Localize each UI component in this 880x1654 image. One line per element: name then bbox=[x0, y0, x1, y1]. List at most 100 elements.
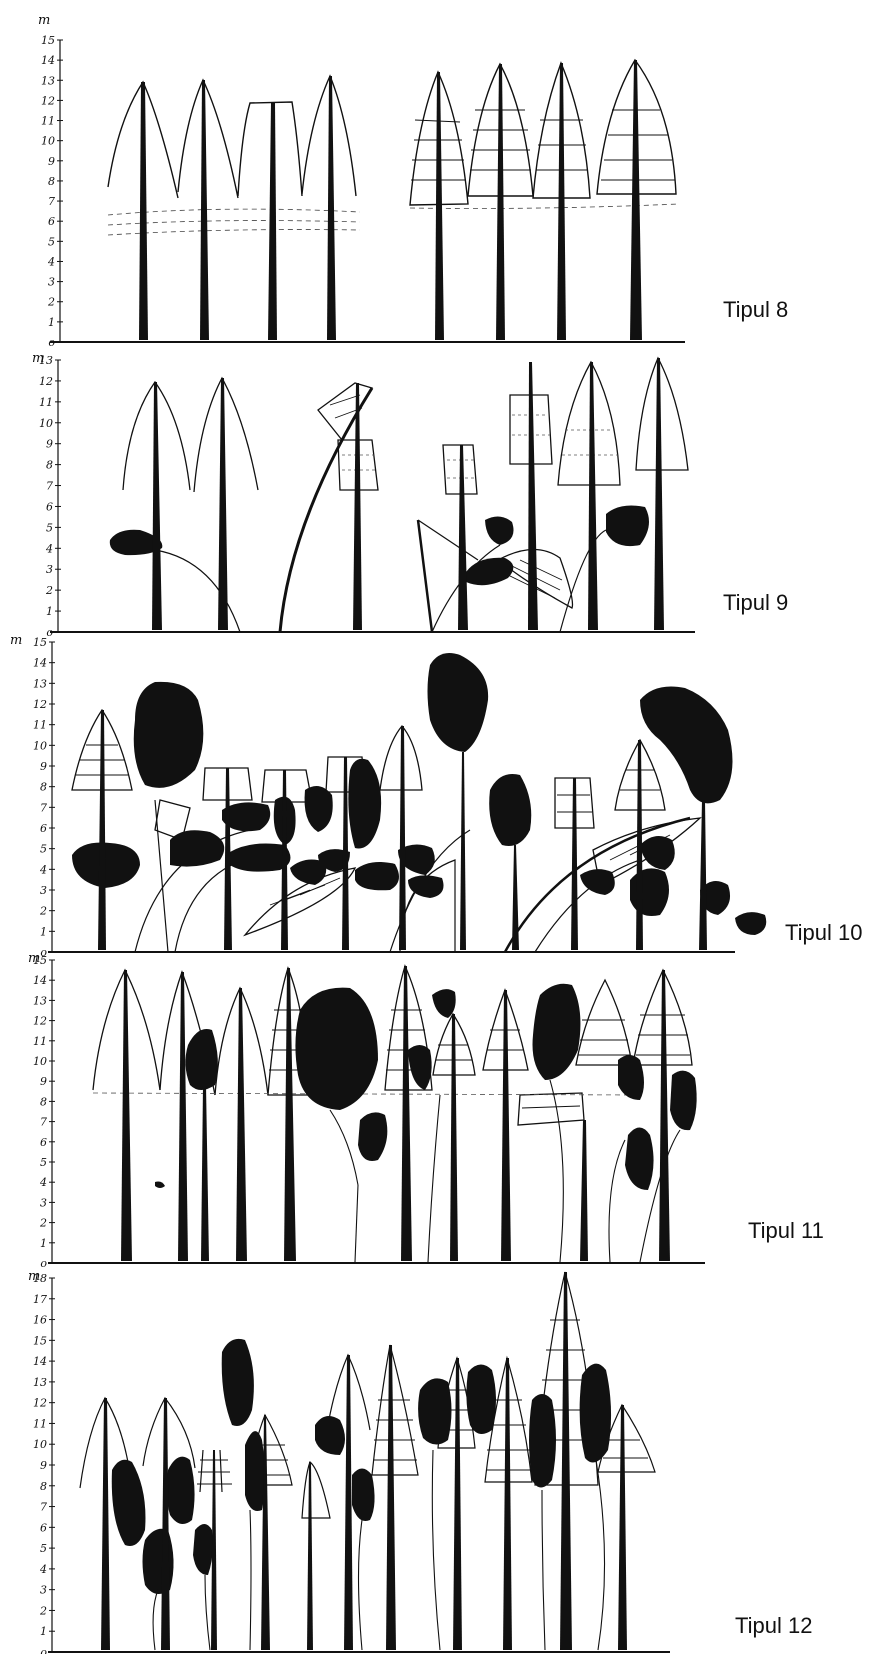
understory-dashes bbox=[108, 204, 678, 235]
y-tick-label: 15 bbox=[33, 954, 47, 967]
y-tick-label: 14 bbox=[33, 974, 47, 987]
y-tick-label: 9 bbox=[46, 438, 53, 451]
conifer-crown bbox=[194, 378, 258, 492]
foliage-blob bbox=[245, 1431, 265, 1511]
y-tick-label: 5 bbox=[48, 235, 55, 248]
axis-unit-label: m bbox=[38, 13, 50, 28]
y-tick-label: 2 bbox=[39, 1217, 47, 1230]
conifer-crown bbox=[143, 1398, 195, 1468]
y-tick-label: 9 bbox=[40, 1459, 47, 1472]
trunk bbox=[152, 382, 162, 630]
trunk bbox=[435, 72, 444, 340]
y-tick-label: 13 bbox=[39, 354, 53, 367]
y-tick-label: 14 bbox=[33, 1355, 47, 1368]
trunk bbox=[450, 1014, 458, 1261]
foliage-blob bbox=[185, 1029, 217, 1090]
y-axis: o123456789101112131415 bbox=[33, 954, 55, 1270]
y-tick-label: 2 bbox=[45, 584, 53, 597]
y-tick-label: 7 bbox=[48, 195, 55, 208]
foliage-masses bbox=[155, 984, 697, 1190]
y-tick-label: 14 bbox=[41, 54, 55, 67]
trunk bbox=[453, 1358, 462, 1650]
trunk bbox=[557, 63, 566, 340]
foliage-blob bbox=[155, 1182, 165, 1189]
y-tick-label: 9 bbox=[48, 155, 55, 168]
broadleaf-crown bbox=[518, 1093, 584, 1125]
trunk bbox=[342, 757, 349, 950]
trunk bbox=[618, 1405, 627, 1650]
y-tick-label: 18 bbox=[33, 1272, 47, 1285]
trunk bbox=[588, 362, 598, 630]
y-tick-label: 3 bbox=[48, 276, 55, 289]
y-tick-label: 6 bbox=[46, 500, 53, 513]
foliage-blob bbox=[358, 1112, 387, 1161]
trunk bbox=[571, 778, 578, 950]
foliage-blob bbox=[352, 1469, 375, 1522]
trunk bbox=[201, 1085, 209, 1261]
trunk bbox=[200, 80, 209, 340]
broadleaf-crown bbox=[558, 362, 620, 485]
trunk bbox=[327, 76, 336, 340]
foliage-blob bbox=[112, 1460, 146, 1546]
y-axis: o123456789101112131415 bbox=[41, 34, 63, 349]
y-tick-label: 7 bbox=[46, 480, 53, 493]
y-tick-label: 12 bbox=[41, 94, 55, 107]
foliage-blob bbox=[305, 786, 333, 832]
y-tick-label: 15 bbox=[41, 34, 55, 47]
y-tick-label: 3 bbox=[40, 1584, 47, 1597]
y-tick-label: 6 bbox=[40, 822, 47, 835]
panel-label: Tipul 11 bbox=[748, 1218, 824, 1243]
foliage-blob bbox=[72, 843, 140, 889]
foliage-blob bbox=[134, 682, 204, 788]
trunk bbox=[284, 968, 296, 1261]
foliage-blob bbox=[295, 988, 378, 1110]
foliage-blob bbox=[529, 1394, 556, 1488]
foliage-blob bbox=[625, 1128, 654, 1191]
y-tick-label: 5 bbox=[40, 843, 47, 856]
y-tick-label: 1 bbox=[48, 316, 55, 329]
y-tick-label: 6 bbox=[48, 215, 55, 228]
panel-label: Tipul 10 bbox=[785, 920, 862, 945]
foliage-blob bbox=[670, 1071, 697, 1131]
y-tick-label: 10 bbox=[39, 417, 53, 430]
y-tick-label: 10 bbox=[33, 739, 47, 752]
foliage-blob bbox=[618, 1055, 644, 1100]
y-tick-label: 7 bbox=[40, 1501, 47, 1514]
tree-crowns bbox=[123, 358, 688, 608]
panel-label: Tipul 9 bbox=[723, 590, 788, 615]
foliage-blob bbox=[485, 516, 514, 545]
y-tick-label: 14 bbox=[33, 657, 47, 670]
y-tick-label: 10 bbox=[33, 1438, 47, 1451]
y-tick-label: 5 bbox=[40, 1156, 47, 1169]
trunk bbox=[178, 972, 188, 1261]
trunk bbox=[386, 1345, 396, 1650]
trunk bbox=[580, 1120, 588, 1261]
trunk bbox=[268, 102, 277, 340]
y-tick-label: 4 bbox=[39, 1176, 47, 1189]
y-tick-label: 8 bbox=[40, 781, 47, 794]
trunk bbox=[121, 970, 132, 1261]
foliage-blob bbox=[222, 1339, 254, 1426]
y-tick-label: 13 bbox=[33, 677, 47, 690]
y-tick-label: 5 bbox=[40, 1542, 47, 1555]
broadleaf-crown bbox=[262, 770, 312, 802]
y-tick-label: 12 bbox=[33, 1015, 47, 1028]
trunk bbox=[659, 970, 670, 1261]
y-tick-label: 16 bbox=[33, 1314, 47, 1327]
y-tick-label: o bbox=[40, 1257, 47, 1270]
trunk bbox=[344, 1355, 353, 1650]
foliage-masses bbox=[112, 1339, 611, 1594]
trunk bbox=[218, 378, 228, 630]
y-tick-label: 5 bbox=[46, 521, 53, 534]
foliage-blob bbox=[230, 844, 290, 872]
foliage-blob bbox=[533, 984, 581, 1080]
panel-tipul-8: m o123456789101112131415 bbox=[38, 13, 788, 349]
crown-hatching bbox=[330, 395, 562, 598]
y-tick-label: 7 bbox=[40, 801, 47, 814]
panel-tipul-11: m o123456789101112131415 bbox=[28, 951, 824, 1270]
y-tick-label: 13 bbox=[33, 994, 47, 1007]
trunk bbox=[458, 445, 468, 630]
y-tick-label: 11 bbox=[33, 1035, 47, 1048]
sapling-crown bbox=[200, 1450, 222, 1492]
foliage-blob bbox=[170, 830, 224, 866]
